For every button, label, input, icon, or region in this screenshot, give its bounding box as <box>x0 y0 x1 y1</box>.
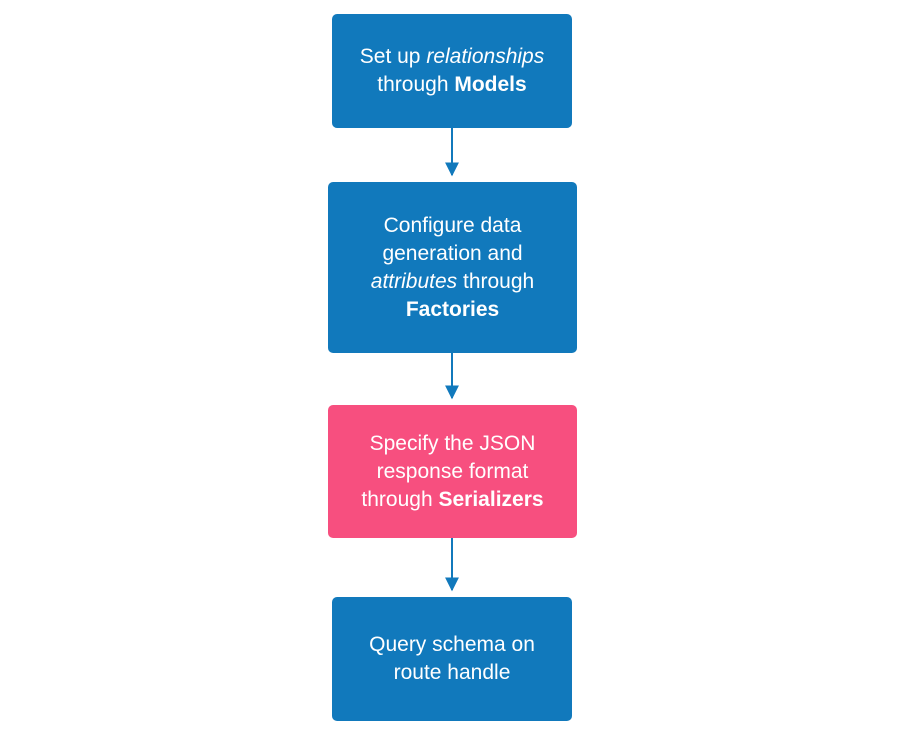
flowchart-node-serializers[interactable]: Specify the JSONresponse formatthrough S… <box>328 405 577 538</box>
node-label-query: Query schema onroute handle <box>369 633 535 684</box>
node-label-factories: Configure datageneration andattributes t… <box>370 213 535 321</box>
flowchart-node-query[interactable]: Query schema onroute handle <box>332 597 572 721</box>
node-label-serializers: Specify the JSONresponse formatthrough S… <box>361 431 544 511</box>
flowchart-node-models[interactable]: Set up relationshipsthrough Models <box>332 14 572 128</box>
node-label-models: Set up relationshipsthrough Models <box>359 45 545 96</box>
flowchart-node-factories[interactable]: Configure datageneration andattributes t… <box>328 182 577 353</box>
